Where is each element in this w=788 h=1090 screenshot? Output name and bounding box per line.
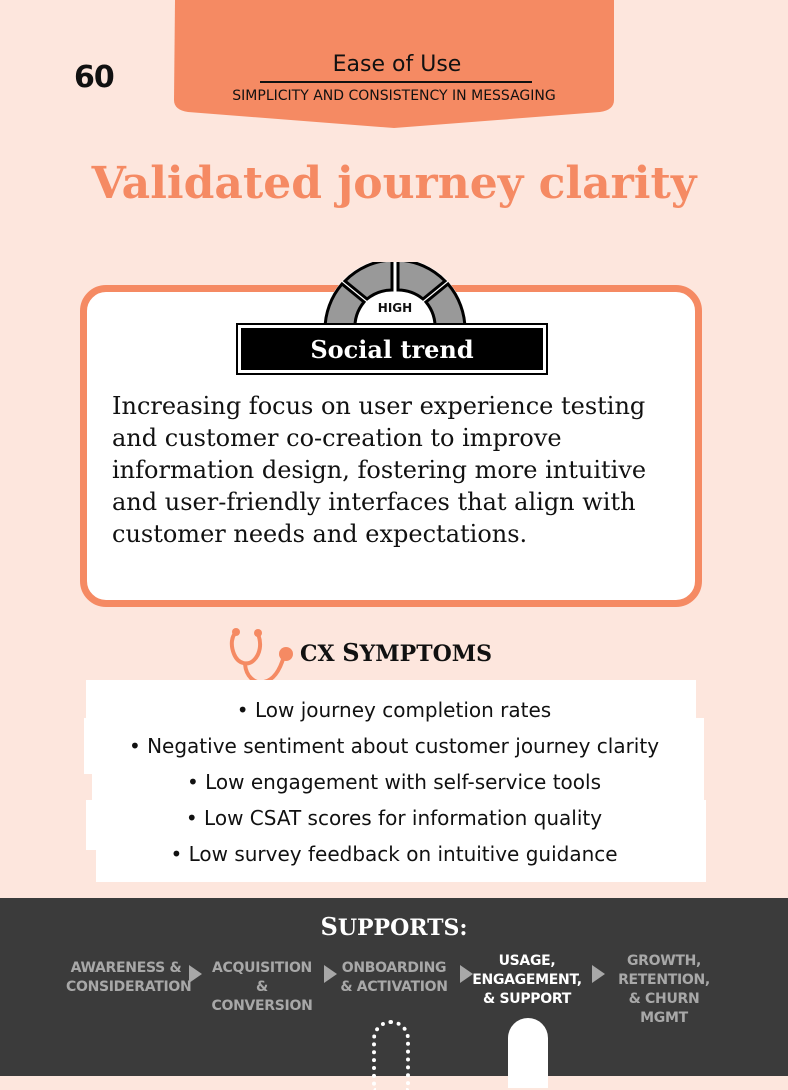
stage-usage: USAGE, ENGAGEMENT, & SUPPORT bbox=[472, 952, 582, 1009]
category-divider bbox=[260, 81, 532, 83]
gauge-icon bbox=[323, 262, 467, 332]
stage-arrow-icon bbox=[592, 965, 605, 983]
stage-acquisition: ACQUISITION & CONVERSION bbox=[204, 959, 320, 1016]
trend-level: HIGH bbox=[377, 301, 413, 315]
stage-arrow-icon bbox=[460, 965, 473, 983]
supports-footer bbox=[0, 898, 788, 1076]
symptoms-heading-rest: YMPTOMS bbox=[359, 641, 492, 667]
stage-line: ENGAGEMENT, bbox=[472, 972, 582, 988]
symptoms-heading: CX SYMPTOMS bbox=[300, 638, 492, 667]
stage-onboarding: ONBOARDING & ACTIVATION bbox=[340, 959, 448, 997]
stage-line: & SUPPORT bbox=[483, 991, 571, 1007]
stage-awareness: AWARENESS & CONSIDERATION bbox=[66, 959, 192, 997]
category-tab bbox=[174, 0, 614, 128]
supports-heading-initial: S bbox=[320, 912, 338, 941]
symptom-highlight bbox=[96, 840, 706, 882]
trend-card bbox=[80, 285, 702, 607]
category-title: Ease of Use bbox=[332, 52, 462, 77]
stage-marker-primary bbox=[508, 1018, 548, 1088]
symptom-item: • Low journey completion rates bbox=[236, 698, 552, 722]
stage-growth: GROWTH, RETENTION, & CHURN MGMT bbox=[604, 952, 724, 1028]
symptom-highlight bbox=[86, 680, 696, 724]
page-number: 60 bbox=[74, 60, 115, 95]
stage-marker-secondary bbox=[372, 1020, 410, 1090]
trend-label-box: Social trend bbox=[236, 323, 548, 375]
stage-line: & ACTIVATION bbox=[340, 979, 448, 995]
symptom-item: • Low engagement with self-service tools bbox=[186, 770, 601, 794]
symptom-item: • Negative sentiment about customer jour… bbox=[128, 734, 660, 758]
symptom-highlight bbox=[84, 718, 704, 774]
trend-description: Increasing focus on user experience test… bbox=[112, 392, 647, 548]
symptoms-heading-initial: S bbox=[342, 638, 360, 667]
stage-arrow-icon bbox=[324, 965, 337, 983]
symptom-item: • Low survey feedback on intuitive guida… bbox=[170, 842, 618, 866]
stage-line: CONSIDERATION bbox=[66, 979, 192, 995]
page-title: Validated journey clarity bbox=[91, 158, 697, 209]
supports-heading-rest: UPPORTS: bbox=[337, 915, 468, 941]
supports-heading: SUPPORTS: bbox=[0, 912, 788, 941]
stage-arrow-icon bbox=[189, 965, 202, 983]
symptoms-heading-prefix: CX bbox=[300, 641, 343, 667]
stage-line: & CONVERSION bbox=[211, 979, 313, 1014]
stage-line: RETENTION, bbox=[618, 972, 710, 988]
stage-line: ONBOARDING bbox=[341, 960, 447, 976]
stage-line: USAGE, bbox=[498, 953, 556, 969]
stage-line: AWARENESS & bbox=[70, 960, 182, 976]
category-subtitle: SIMPLICITY AND CONSISTENCY IN MESSAGING bbox=[232, 88, 556, 104]
stage-line: & CHURN MGMT bbox=[628, 991, 700, 1026]
stethoscope-icon bbox=[229, 628, 293, 685]
trend-label: Social trend bbox=[241, 328, 543, 370]
stage-line: ACQUISITION bbox=[212, 960, 312, 976]
symptom-item: • Low CSAT scores for information qualit… bbox=[185, 806, 603, 830]
stage-line: GROWTH, bbox=[626, 953, 702, 969]
